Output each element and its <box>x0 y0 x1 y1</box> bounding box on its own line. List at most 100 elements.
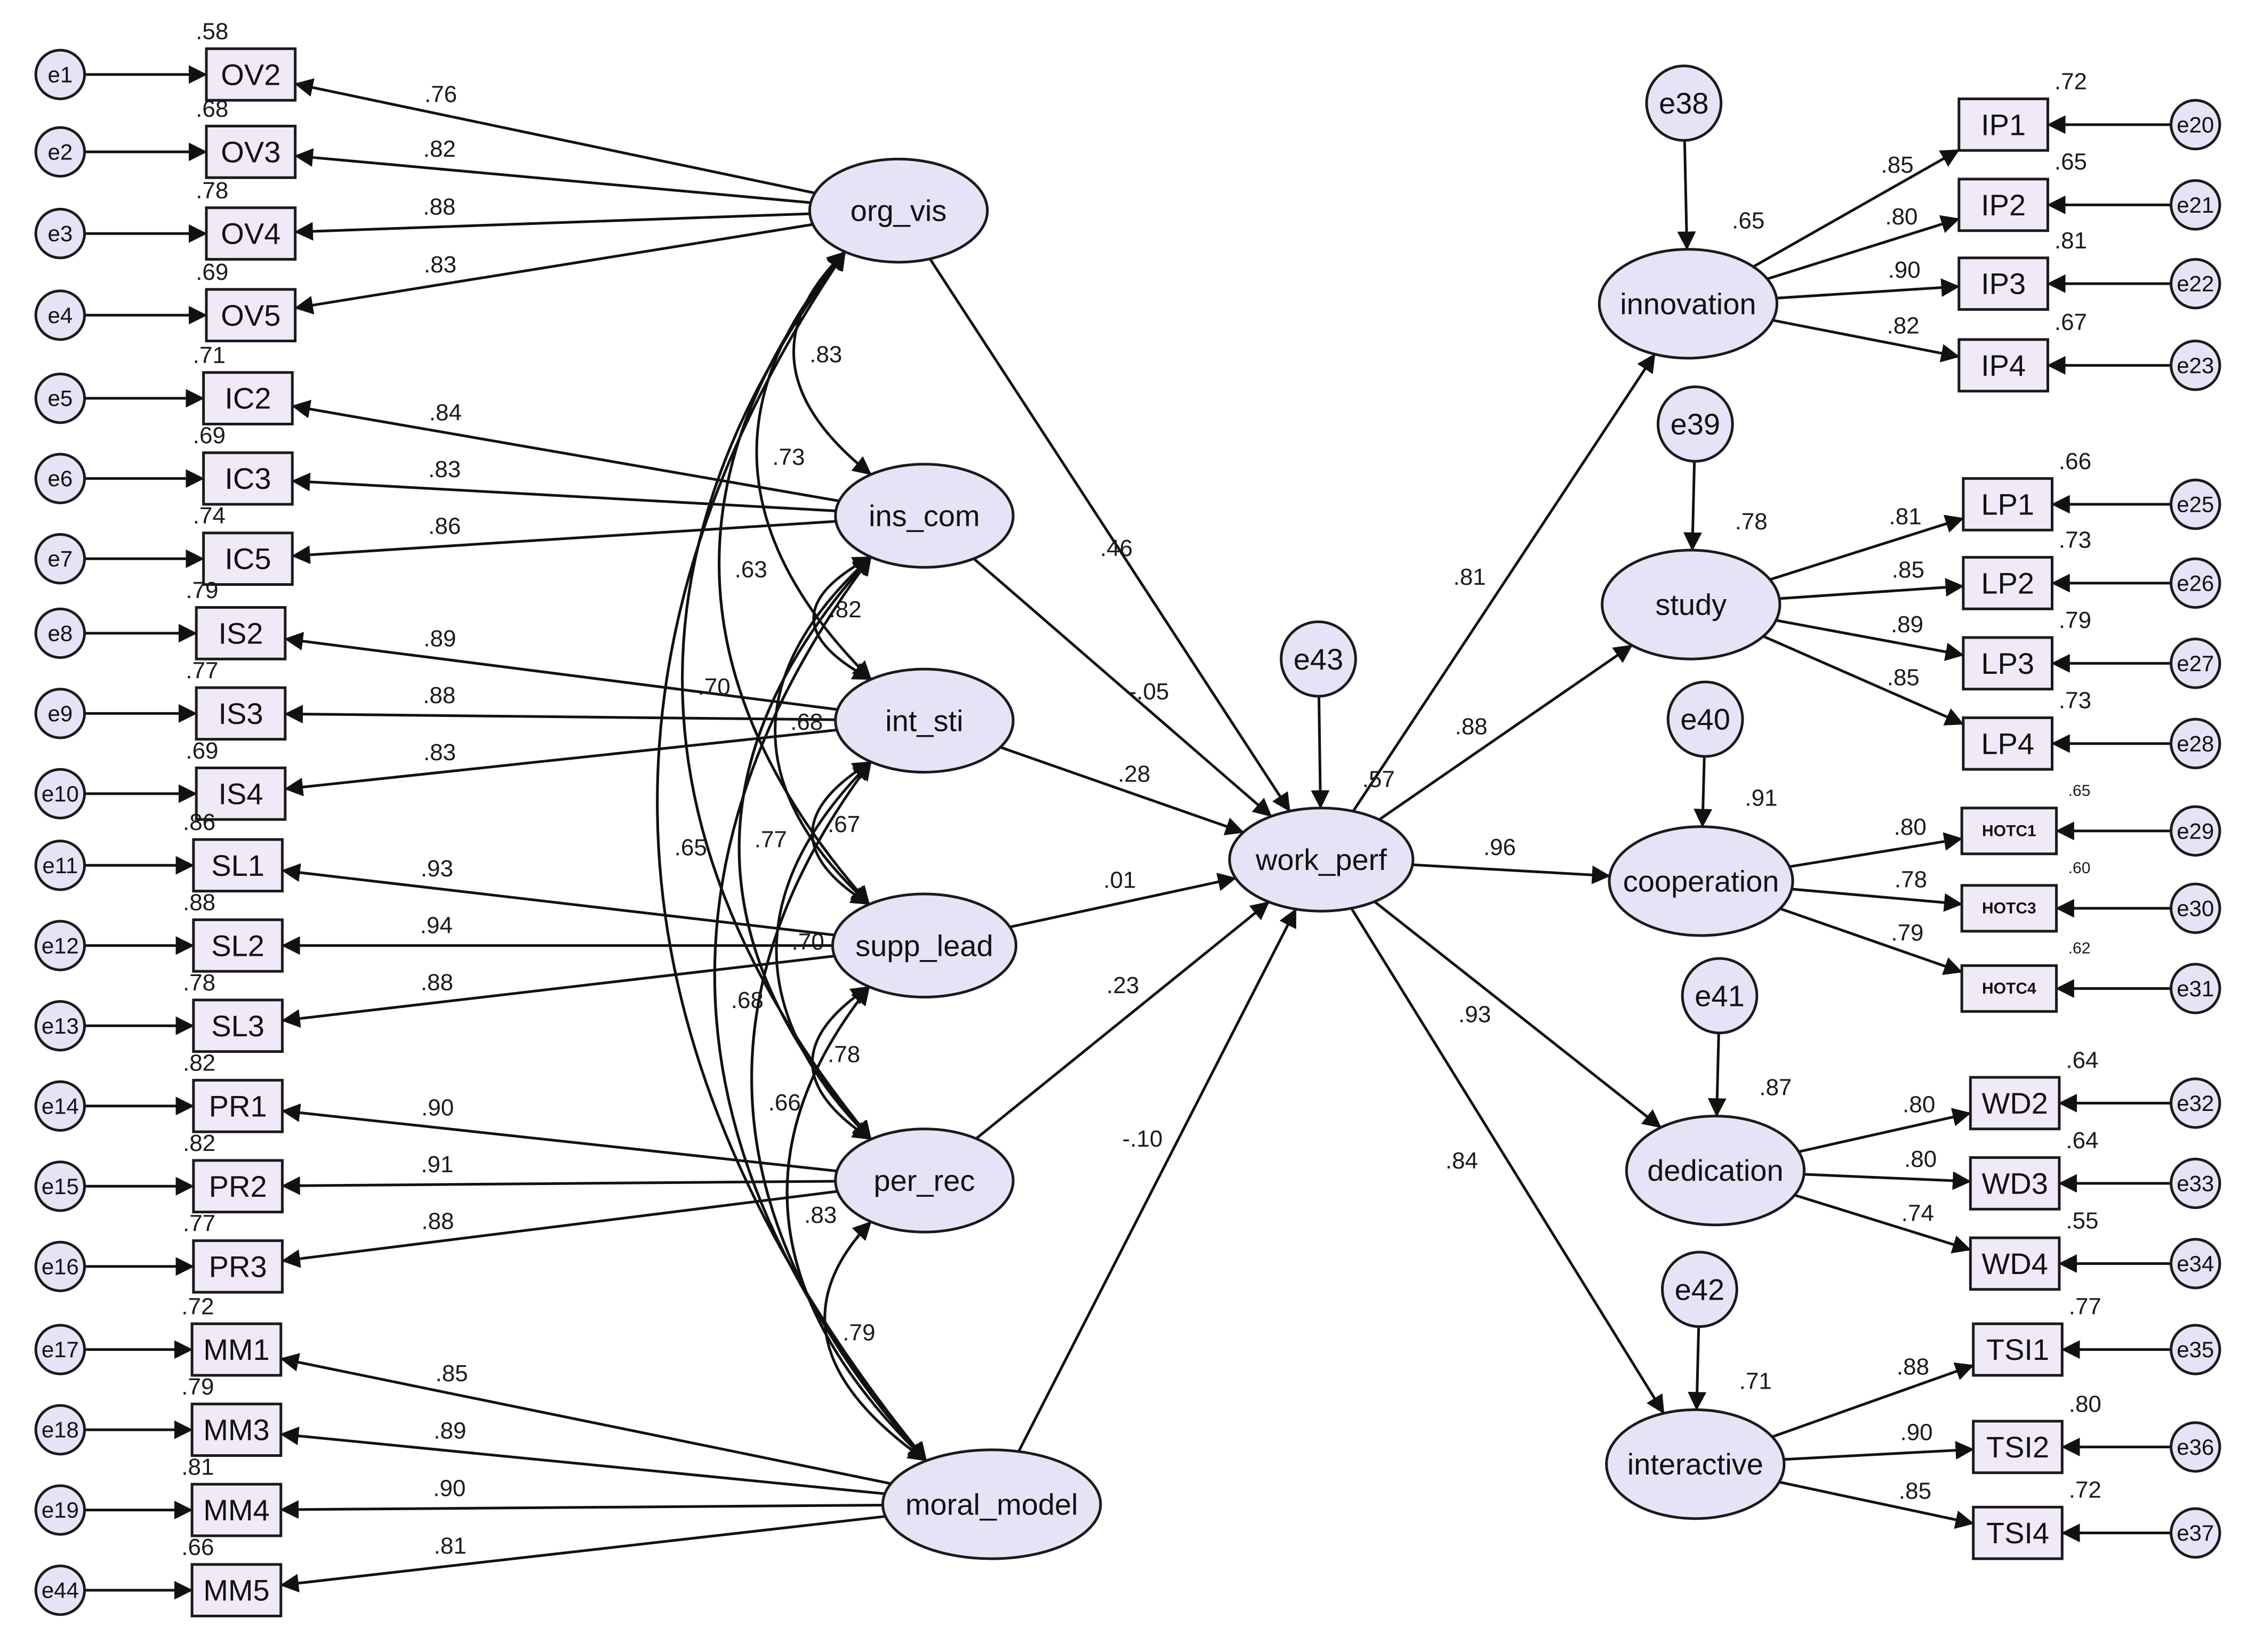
error-e22[interactable]: e22 <box>2170 257 2221 310</box>
indicator-tsi2[interactable]: TSI2 <box>1972 1420 2064 1474</box>
error-e7[interactable]: e7 <box>34 533 86 585</box>
indicator-ic2[interactable]: IC2 <box>202 371 294 425</box>
latent-cooperation[interactable]: cooperation <box>1608 825 1794 937</box>
latent-org-vis[interactable]: org_vis <box>808 157 989 264</box>
error-e21[interactable]: e21 <box>2170 179 2221 231</box>
indicator-is3[interactable]: IS3 <box>195 686 287 741</box>
latent-dedication[interactable]: dedication <box>1625 1115 1806 1227</box>
error-e40[interactable]: e40 <box>1666 680 1744 758</box>
indicator-mm5[interactable]: MM5 <box>190 1563 283 1617</box>
latent-moral-model[interactable]: moral_model <box>881 1448 1102 1560</box>
error-e42[interactable]: e42 <box>1661 1251 1738 1328</box>
error-e38[interactable]: e38 <box>1645 65 1723 142</box>
indicator-hotc1[interactable]: HOTC1 <box>1960 807 2058 856</box>
indicator-pr3[interactable]: PR3 <box>192 1239 284 1294</box>
error-e13[interactable]: e13 <box>34 1000 86 1052</box>
error-e35[interactable]: e35 <box>2170 1324 2221 1375</box>
error-e5[interactable]: e5 <box>34 372 86 424</box>
error-e11[interactable]: e11 <box>34 840 86 891</box>
latent-innovation[interactable]: innovation <box>1598 248 1778 360</box>
latent-r2-innovation: .65 <box>1732 207 1764 233</box>
indicator-lp4[interactable]: LP4 <box>1962 716 2053 771</box>
error-e31[interactable]: e31 <box>2170 963 2221 1014</box>
indicator-label: IC2 <box>224 382 271 415</box>
loading-value-mm1: .85 <box>435 1360 468 1387</box>
indicator-wd2[interactable]: WD2 <box>1969 1076 2061 1131</box>
indicator-wd3[interactable]: WD3 <box>1969 1156 2061 1211</box>
error-e23[interactable]: e23 <box>2170 340 2221 391</box>
loading-arrow-lp1 <box>1769 514 1964 581</box>
indicator-sl3[interactable]: SL3 <box>192 998 284 1053</box>
error-e37[interactable]: e37 <box>2170 1507 2221 1559</box>
error-e33[interactable]: e33 <box>2170 1157 2221 1210</box>
latent-per-rec[interactable]: per_rec <box>834 1127 1015 1234</box>
error-e14[interactable]: e14 <box>34 1080 86 1132</box>
latent-ins-com[interactable]: ins_com <box>834 463 1015 569</box>
error-e6[interactable]: e6 <box>34 453 86 504</box>
indicator-ip4[interactable]: IP4 <box>1957 338 2049 393</box>
indicator-wd4[interactable]: WD4 <box>1969 1236 2061 1291</box>
indicator-ic5[interactable]: IC5 <box>202 531 294 586</box>
error-e16[interactable]: e16 <box>34 1240 86 1292</box>
error-e28[interactable]: e28 <box>2170 718 2221 769</box>
error-e25[interactable]: e25 <box>2170 478 2221 530</box>
error-e10[interactable]: e10 <box>34 768 86 820</box>
error-e44[interactable]: e44 <box>34 1564 86 1616</box>
error-e18[interactable]: e18 <box>34 1404 86 1456</box>
indicator-mm1[interactable]: MM1 <box>190 1322 283 1377</box>
error-e39[interactable]: e39 <box>1656 385 1734 463</box>
indicator-mm3[interactable]: MM3 <box>190 1403 283 1457</box>
indicator-sl1[interactable]: SL1 <box>192 838 284 893</box>
indicator-ov5[interactable]: OV5 <box>205 288 297 343</box>
latent-label: int_sti <box>885 704 963 737</box>
indicator-is4[interactable]: IS4 <box>195 767 287 821</box>
indicator-ip1[interactable]: IP1 <box>1957 97 2049 152</box>
latent-supp-lead[interactable]: supp_lead <box>831 892 1017 998</box>
latent-interactive[interactable]: interactive <box>1605 1408 1786 1520</box>
error-e3[interactable]: e3 <box>34 207 86 260</box>
error-e15[interactable]: e15 <box>34 1161 86 1212</box>
indicator-hotc3[interactable]: HOTC3 <box>1960 884 2058 933</box>
indicator-pr2[interactable]: PR2 <box>192 1159 284 1214</box>
error-circle <box>2170 1077 2221 1129</box>
error-e4[interactable]: e4 <box>34 289 86 341</box>
error-e36[interactable]: e36 <box>2170 1421 2221 1473</box>
indicator-is2[interactable]: IS2 <box>195 606 287 660</box>
error-e43[interactable]: e43 <box>1280 620 1357 698</box>
error-e9[interactable]: e9 <box>34 688 86 739</box>
error-e19[interactable]: e19 <box>34 1484 86 1536</box>
latent-study[interactable]: study <box>1601 549 1781 660</box>
indicator-mm4[interactable]: MM4 <box>190 1482 283 1537</box>
error-label: e41 <box>1695 979 1744 1012</box>
indicator-ov4[interactable]: OV4 <box>205 206 297 261</box>
error-e2[interactable]: e2 <box>34 126 86 178</box>
indicator-ov2[interactable]: OV2 <box>205 47 297 102</box>
error-e17[interactable]: e17 <box>34 1324 86 1375</box>
error-e27[interactable]: e27 <box>2170 638 2221 689</box>
error-e41[interactable]: e41 <box>1681 957 1759 1035</box>
error-e12[interactable]: e12 <box>34 920 86 971</box>
error-e34[interactable]: e34 <box>2170 1238 2221 1290</box>
indicator-lp1[interactable]: LP1 <box>1962 477 2053 531</box>
latent-work-perf[interactable]: work_perf <box>1228 807 1415 913</box>
indicator-ip3[interactable]: IP3 <box>1957 256 2049 311</box>
indicator-tsi1[interactable]: TSI1 <box>1972 1322 2064 1377</box>
error-e30[interactable]: e30 <box>2170 882 2221 934</box>
indicator-ip2[interactable]: IP2 <box>1957 178 2049 232</box>
error-e20[interactable]: e20 <box>2170 99 2221 150</box>
indicator-hotc4[interactable]: HOTC4 <box>1960 964 2058 1013</box>
indicator-ov3[interactable]: OV3 <box>205 125 297 179</box>
indicator-pr1[interactable]: PR1 <box>192 1078 284 1133</box>
error-e29[interactable]: e29 <box>2170 805 2221 857</box>
indicator-lp3[interactable]: LP3 <box>1962 636 2053 691</box>
indicator-sl2[interactable]: SL2 <box>192 918 284 973</box>
indicator-lp2[interactable]: LP2 <box>1962 555 2053 610</box>
error-e32[interactable]: e32 <box>2170 1077 2221 1129</box>
error-e8[interactable]: e8 <box>34 607 86 659</box>
error-e26[interactable]: e26 <box>2170 557 2221 609</box>
correlation-arc-ins-com-supp-lead <box>774 556 872 906</box>
error-e1[interactable]: e1 <box>34 49 86 100</box>
indicator-ic3[interactable]: IC3 <box>202 451 294 506</box>
latent-int-sti[interactable]: int_sti <box>834 667 1015 774</box>
indicator-tsi4[interactable]: TSI4 <box>1972 1505 2064 1560</box>
